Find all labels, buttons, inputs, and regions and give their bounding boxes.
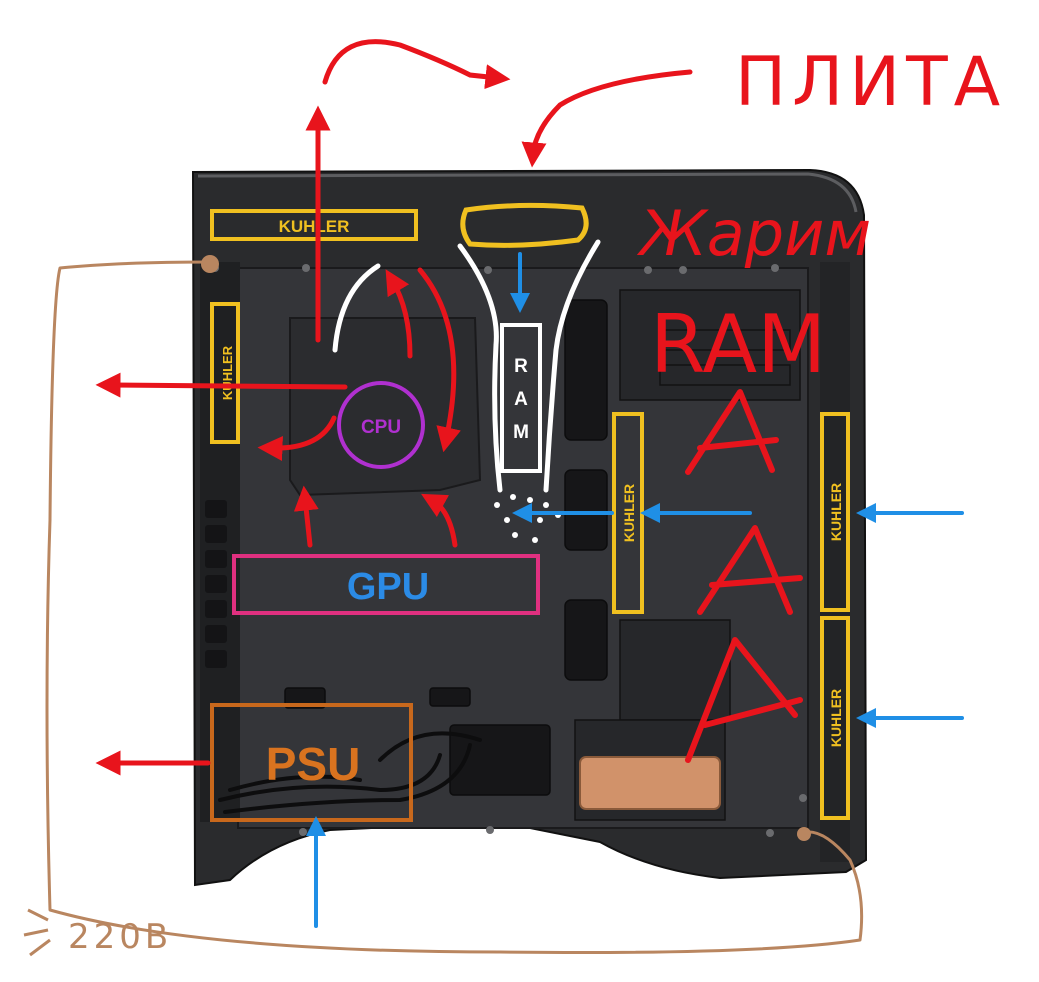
ram-label-r: R [514,356,528,377]
gpu-heat-1 [293,485,319,548]
plita-pointer [521,69,693,168]
ram-label-a: A [514,389,528,410]
kuhler-front-bottom-label: KUHLER [828,689,844,747]
cpu-swirl-2 [417,267,461,453]
plita-label: ПЛИТА [735,43,1006,122]
kuhler-front-top: KUHLER [820,412,850,612]
hard-drive [579,756,721,810]
expansion-slots [205,500,227,668]
psu-label: PSU [266,738,361,790]
kuhler-middle-label: KUHLER [621,484,637,542]
cpu-label: CPU [361,417,401,438]
front-bezel [820,262,850,862]
voltage-label: 220В [68,917,172,957]
gpu-label: GPU [347,566,429,608]
power-cable-icon [45,260,864,954]
case-top-edge [197,172,858,213]
kuhler-front-bottom: KUHLER [820,616,850,820]
kuhler-front-top-label: KUHLER [828,483,844,541]
zharim-label: Жарим [636,197,871,270]
ram-module: R A M [500,323,542,473]
loop-arrow-top [322,39,511,90]
kuhler-top: KUHLER [210,209,418,241]
cpu: CPU [337,381,425,469]
exhaust-rear-arrow [95,372,348,398]
scream-letters [685,389,803,763]
power-plug-top [201,255,219,273]
plug-prongs [23,908,51,957]
top-vent-highlight [460,202,589,248]
cpu-swirl-3 [257,415,337,461]
cpu-swirl-1 [385,269,413,359]
ram-airflow-lines [332,239,601,493]
gpu-heat-2 [421,493,458,548]
ram-label-m: M [513,422,529,443]
power-plug-front [797,827,811,841]
ram-scribble-label: RAM [650,298,826,391]
gpu: GPU [232,554,540,615]
psu: PSU [210,703,413,822]
cable-grommets [284,299,608,796]
hot-air-arrow-icon [95,39,693,776]
cpu-cutout [289,317,482,497]
psu-cables [218,731,482,814]
cool-air-arrow-icon [306,252,964,928]
kuhler-top-label: KUHLER [279,217,350,236]
kuhler-rear-label: KUHLER [220,345,235,400]
